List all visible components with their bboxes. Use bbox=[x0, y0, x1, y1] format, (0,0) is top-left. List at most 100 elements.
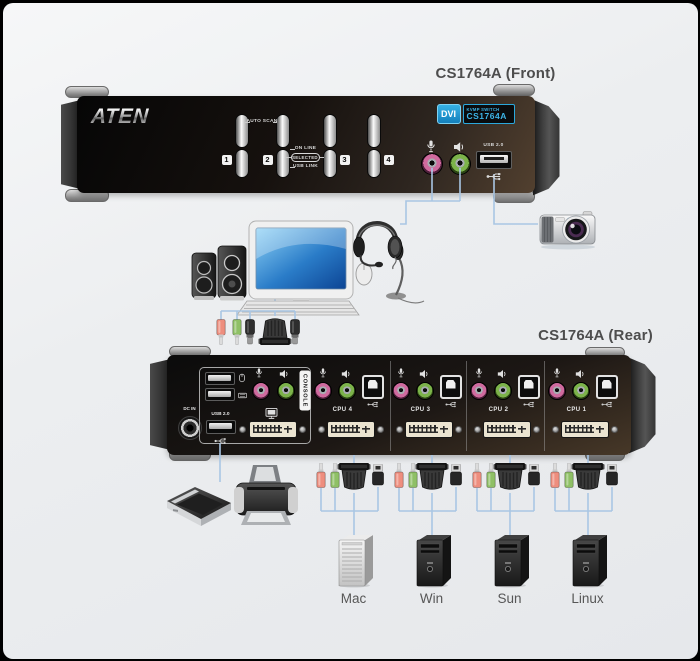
speaker-icon bbox=[453, 141, 465, 153]
cpu2-label: CPU 2 bbox=[488, 406, 509, 413]
mic-icon bbox=[397, 368, 405, 378]
dvi-plug bbox=[570, 462, 605, 490]
console-speaker-jack bbox=[276, 381, 295, 400]
cpu3-usb-b-port bbox=[439, 374, 462, 399]
cpu4-dvi-port bbox=[326, 420, 375, 438]
console-section bbox=[198, 366, 311, 444]
label-line bbox=[285, 156, 291, 158]
audio-plug bbox=[549, 462, 560, 488]
port2-select-button bbox=[275, 113, 290, 148]
cpu2-dvi-port bbox=[482, 420, 531, 438]
tower-mac bbox=[337, 532, 377, 588]
screw bbox=[317, 425, 325, 433]
label-line bbox=[244, 121, 250, 123]
rear-panel bbox=[166, 354, 631, 455]
auto-scan-label: AUTO SCAN bbox=[246, 118, 278, 124]
rear-title: CS1764A (Rear) bbox=[538, 326, 653, 344]
power-jack bbox=[177, 415, 202, 440]
usb-trident-icon bbox=[445, 401, 457, 408]
usb-link-label: USB LINK bbox=[292, 163, 319, 169]
label-line bbox=[289, 166, 295, 168]
selected-label: SELECTED bbox=[292, 154, 318, 160]
cpu1-dvi-port bbox=[560, 420, 609, 438]
mouse-icon bbox=[239, 373, 245, 383]
speaker-icon bbox=[279, 369, 289, 379]
kvmp-switch-label: KVMP SWITCH bbox=[466, 106, 500, 112]
dvi-plug bbox=[492, 462, 527, 490]
screw bbox=[551, 425, 559, 433]
port1-led-button bbox=[234, 148, 249, 178]
cpu2-speaker-jack bbox=[493, 381, 512, 400]
camera bbox=[539, 210, 595, 249]
keyboard-icon bbox=[238, 392, 247, 399]
front-left-bracket bbox=[60, 100, 79, 189]
usb-plug bbox=[605, 463, 618, 485]
usb-plug bbox=[371, 463, 384, 485]
port3-number: 3 bbox=[339, 154, 350, 165]
scanner bbox=[166, 486, 231, 526]
screw bbox=[376, 425, 384, 433]
dvi-badge: DVI bbox=[436, 103, 461, 124]
cpu4-usb-b-port bbox=[361, 374, 384, 399]
usb-plug bbox=[527, 463, 540, 485]
screw bbox=[298, 425, 306, 433]
cpu2-mic-jack bbox=[469, 381, 488, 400]
port3-select-button bbox=[322, 113, 337, 148]
console-dvi-port bbox=[248, 420, 297, 438]
audio-plug bbox=[393, 462, 404, 488]
mic-icon bbox=[553, 368, 561, 378]
power-label: DC IN bbox=[183, 405, 196, 411]
screw bbox=[532, 425, 540, 433]
mic-icon bbox=[255, 368, 263, 378]
kvm-cable-bundle bbox=[393, 454, 462, 535]
port4-number: 4 bbox=[383, 154, 394, 165]
cpu1-mic-jack bbox=[547, 381, 566, 400]
port2-number: 2 bbox=[262, 154, 273, 165]
headset bbox=[352, 220, 402, 269]
kvm-cable-bundle bbox=[471, 454, 540, 535]
section-divider bbox=[543, 360, 545, 451]
cpu4-mic-jack bbox=[313, 381, 332, 400]
console-cable-bundle bbox=[215, 309, 300, 345]
front-title: CS1764A (Front) bbox=[435, 64, 556, 82]
label-line bbox=[319, 156, 324, 158]
port2-led-button bbox=[275, 148, 290, 178]
screw bbox=[454, 425, 462, 433]
selected-label-oval: SELECTED bbox=[290, 152, 320, 162]
mic-icon bbox=[319, 368, 327, 378]
tower-win bbox=[415, 532, 455, 588]
kvm-cable-bundle bbox=[315, 454, 384, 535]
cpu3-label: CPU 3 bbox=[410, 406, 431, 413]
rear-usb-label: USB 2.0 bbox=[211, 411, 230, 417]
front-usb-port bbox=[475, 150, 512, 169]
section-divider bbox=[389, 360, 391, 451]
screw bbox=[395, 425, 403, 433]
dvi-plug bbox=[414, 462, 449, 490]
computer-label-mac: Mac bbox=[340, 590, 367, 606]
screw bbox=[473, 425, 481, 433]
usb-trident-icon bbox=[486, 172, 502, 181]
cpu1-usb-b-port bbox=[595, 374, 618, 399]
tower-sun bbox=[493, 532, 533, 588]
front-foot bbox=[492, 83, 535, 96]
console-label: CONSOLE bbox=[299, 370, 310, 410]
cpu3-speaker-jack bbox=[415, 381, 434, 400]
port4-select-button bbox=[366, 113, 381, 148]
screw bbox=[610, 425, 618, 433]
mic-icon bbox=[475, 368, 483, 378]
speaker-icon bbox=[419, 369, 429, 379]
console-mic-jack bbox=[251, 381, 270, 400]
printer bbox=[233, 464, 298, 525]
speaker-icon bbox=[497, 369, 507, 379]
rear-left-bracket bbox=[149, 359, 169, 450]
tower-linux bbox=[571, 532, 611, 588]
usb-plug bbox=[449, 463, 462, 485]
usb-trident-icon bbox=[601, 401, 613, 408]
mic-icon bbox=[426, 140, 436, 153]
audio-plug bbox=[231, 318, 242, 345]
cpu2-usb-b-port bbox=[517, 374, 540, 399]
cpu1-label: CPU 1 bbox=[566, 406, 587, 413]
label-line bbox=[272, 121, 277, 123]
